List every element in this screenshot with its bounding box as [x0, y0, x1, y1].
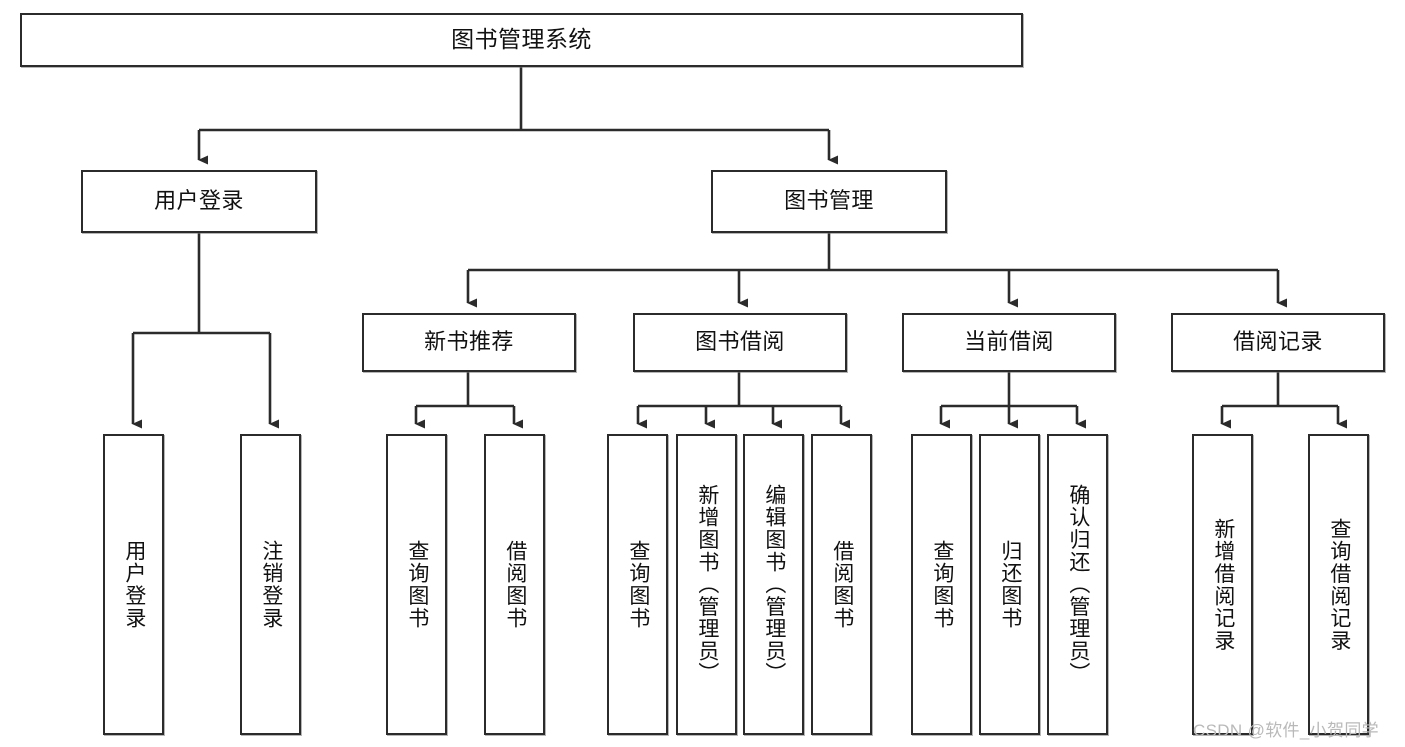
node-root-system-label: 图书管理系统	[451, 26, 592, 53]
leaf-add-record[interactable]: 新增借阅记录	[1192, 434, 1253, 735]
leaf-confirm-return-label: 确认归还（管理员）	[1066, 484, 1090, 685]
node-current-borrow[interactable]: 当前借阅	[902, 313, 1116, 372]
leaf-borrow-book-1-label: 借阅图书	[503, 539, 527, 630]
node-new-book-recommend[interactable]: 新书推荐	[362, 313, 576, 372]
leaf-borrow-book-1[interactable]: 借阅图书	[484, 434, 545, 735]
leaf-logout-label: 注销登录	[259, 539, 283, 630]
node-user-login[interactable]: 用户登录	[81, 170, 317, 233]
leaf-return-book[interactable]: 归还图书	[979, 434, 1040, 735]
csdn-watermark: CSDN @软件_小贺同学	[1193, 721, 1380, 740]
node-book-management[interactable]: 图书管理	[711, 170, 947, 233]
leaf-edit-book[interactable]: 编辑图书（管理员）	[743, 434, 804, 735]
node-borrow-record[interactable]: 借阅记录	[1171, 313, 1385, 372]
node-root-system[interactable]: 图书管理系统	[20, 13, 1023, 67]
leaf-query-book-2[interactable]: 查询图书	[607, 434, 668, 735]
leaf-logout[interactable]: 注销登录	[240, 434, 301, 735]
leaf-borrow-book-2-label: 借阅图书	[830, 539, 854, 630]
leaf-query-record-label: 查询借阅记录	[1327, 517, 1351, 652]
node-book-borrow[interactable]: 图书借阅	[633, 313, 847, 372]
leaf-add-book-label: 新增图书（管理员）	[695, 484, 719, 685]
node-current-borrow-label: 当前借阅	[964, 329, 1054, 355]
leaf-user-login[interactable]: 用户登录	[103, 434, 164, 735]
leaf-query-book-3[interactable]: 查询图书	[911, 434, 972, 735]
node-book-borrow-label: 图书借阅	[695, 329, 785, 355]
leaf-confirm-return[interactable]: 确认归还（管理员）	[1047, 434, 1108, 735]
node-new-book-recommend-label: 新书推荐	[424, 329, 514, 355]
leaf-add-record-label: 新增借阅记录	[1211, 517, 1235, 652]
leaf-borrow-book-2[interactable]: 借阅图书	[811, 434, 872, 735]
leaf-query-book-3-label: 查询图书	[930, 539, 954, 630]
leaf-query-book-1[interactable]: 查询图书	[386, 434, 447, 735]
leaf-query-record[interactable]: 查询借阅记录	[1308, 434, 1369, 735]
node-user-login-label: 用户登录	[154, 188, 244, 214]
leaf-edit-book-label: 编辑图书（管理员）	[762, 484, 786, 685]
node-borrow-record-label: 借阅记录	[1233, 329, 1323, 355]
leaf-user-login-label: 用户登录	[122, 539, 146, 630]
leaf-query-book-1-label: 查询图书	[405, 539, 429, 630]
leaf-return-book-label: 归还图书	[998, 539, 1022, 630]
leaf-query-book-2-label: 查询图书	[626, 539, 650, 630]
node-book-management-label: 图书管理	[784, 188, 874, 214]
leaf-add-book[interactable]: 新增图书（管理员）	[676, 434, 737, 735]
